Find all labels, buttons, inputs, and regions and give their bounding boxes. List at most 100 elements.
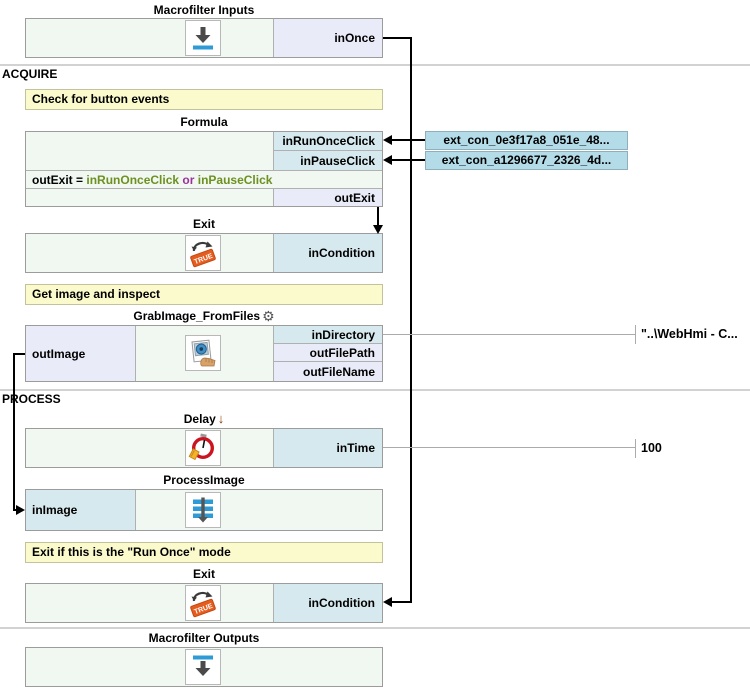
ext-connection-label-runonce[interactable]: ext_con_0e3f17a8_051e_48... xyxy=(425,131,628,150)
block-title-formula: Formula xyxy=(25,115,383,129)
comment-exit-run-once[interactable]: Exit if this is the "Run Once" mode xyxy=(25,542,383,563)
delay-wait-arrow-icon: ↓ xyxy=(217,411,225,426)
block-formula[interactable]: inRunOnceClick inPauseClick outExit = in… xyxy=(25,131,383,207)
formula-expression[interactable]: outExit = inRunOnceClick or inPauseClick xyxy=(26,171,382,188)
block-title-grabimage: GrabImage_FromFiles⚙ xyxy=(25,309,383,323)
constant-intime-value[interactable]: 100 xyxy=(641,441,662,455)
block-title-processimage: ProcessImage xyxy=(25,473,383,487)
port-label-inRunOnceClick: inRunOnceClick xyxy=(282,134,375,148)
port-inDirectory[interactable]: inDirectory xyxy=(273,326,382,344)
comment-get-image[interactable]: Get image and inspect xyxy=(25,284,383,305)
exit-true-stamp-icon: TRUE xyxy=(190,591,216,618)
grab-image-from-files-icon xyxy=(191,339,216,367)
process-image-icon xyxy=(193,497,213,523)
arrowhead-down-icon xyxy=(373,225,383,234)
port-label-inCondition: inCondition xyxy=(308,596,375,610)
port-inImage[interactable]: inImage xyxy=(26,490,136,530)
arrowhead-right-icon xyxy=(16,505,25,515)
block-title-text: Macrofilter Inputs xyxy=(153,3,255,17)
arrowhead-left-icon xyxy=(383,135,392,145)
formula-equals: = xyxy=(76,172,84,187)
processimage-iconbox[interactable] xyxy=(185,492,221,528)
formula-lhs: outExit xyxy=(32,172,73,187)
formula-operator: or xyxy=(182,172,195,187)
port-inRunOnceClick[interactable]: inRunOnceClick xyxy=(273,132,382,151)
port-label-inCondition: inCondition xyxy=(308,246,375,260)
port-label-outFileName: outFileName xyxy=(302,364,375,379)
section-divider-outputs xyxy=(0,627,750,629)
wire-segment xyxy=(410,37,412,603)
wire-segment xyxy=(635,439,636,458)
port-outFileName[interactable]: outFileName xyxy=(273,362,382,381)
wire-segment xyxy=(391,159,425,161)
macrofilter-outputs-iconbox[interactable] xyxy=(185,649,221,685)
block-processimage[interactable]: inImage xyxy=(25,489,383,531)
port-label-inPauseClick: inPauseClick xyxy=(300,153,375,168)
section-label-acquire: ACQUIRE xyxy=(2,67,58,81)
port-label-inTime: inTime xyxy=(336,441,375,455)
port-outFilePath[interactable]: outFilePath xyxy=(273,344,382,362)
wire-segment xyxy=(635,325,636,344)
wire-segment xyxy=(383,447,635,448)
block-title-text: GrabImage_FromFiles xyxy=(133,309,261,323)
block-grabimage-fromfiles[interactable]: outImage inDirectory outFilePath outFile… xyxy=(25,325,383,382)
block-exit-2[interactable]: TRUE inCondition xyxy=(25,583,383,623)
port-label-inDirectory: inDirectory xyxy=(311,327,375,342)
block-macrofilter-inputs[interactable]: inOnce xyxy=(25,18,383,58)
formula-inner-divider-top xyxy=(26,170,382,171)
exit-true-stamp-icon: TRUE xyxy=(190,241,216,268)
port-label-outExit: outExit xyxy=(334,190,375,205)
section-divider-acquire xyxy=(0,64,750,66)
ext-connection-label-pause[interactable]: ext_con_a1296677_2326_4d... xyxy=(425,151,628,170)
port-label-outImage: outImage xyxy=(32,346,86,361)
comment-check-button-events[interactable]: Check for button events xyxy=(25,89,383,110)
port-outExit[interactable]: outExit xyxy=(273,189,382,206)
block-title-exit-1: Exit xyxy=(25,217,383,231)
wire-segment xyxy=(383,37,412,39)
wire-segment xyxy=(377,207,379,227)
macrofilter-inputs-iconbox[interactable] xyxy=(185,20,221,56)
formula-variable-2: inPauseClick xyxy=(197,172,273,187)
arrowhead-left-icon xyxy=(383,155,392,165)
port-inTime[interactable]: inTime xyxy=(273,429,382,467)
section-label-process: PROCESS xyxy=(2,392,61,406)
port-inCondition-2[interactable]: inCondition xyxy=(273,584,382,622)
grabimage-iconbox[interactable] xyxy=(185,335,221,371)
block-macrofilter-outputs[interactable] xyxy=(25,647,383,687)
port-label-inImage: inImage xyxy=(32,503,78,517)
block-title-text: ProcessImage xyxy=(163,473,245,487)
block-delay[interactable]: inTime xyxy=(25,428,383,468)
port-label-outFilePath: outFilePath xyxy=(309,345,375,360)
port-outImage[interactable]: outImage xyxy=(26,326,136,381)
exit-1-iconbox[interactable]: TRUE xyxy=(185,235,221,271)
gear-icon[interactable]: ⚙ xyxy=(262,308,275,324)
arrowhead-left-icon xyxy=(383,597,392,607)
macrofilter-output-icon xyxy=(193,655,213,676)
wire-segment xyxy=(13,509,17,511)
port-inCondition-1[interactable]: inCondition xyxy=(273,234,382,272)
block-title-text: Delay xyxy=(183,412,216,426)
block-exit-1[interactable]: TRUE inCondition xyxy=(25,233,383,273)
exit-2-iconbox[interactable]: TRUE xyxy=(185,585,221,621)
wire-segment xyxy=(391,139,425,141)
block-title-exit-2: Exit xyxy=(25,567,383,581)
constant-indirectory-value[interactable]: "..\WebHmi - C... xyxy=(641,327,738,341)
wire-segment xyxy=(383,334,635,335)
block-title-text: Macrofilter Outputs xyxy=(148,631,260,645)
block-title-macrofilter-outputs: Macrofilter Outputs xyxy=(25,631,383,645)
block-title-macrofilter-inputs: Macrofilter Inputs xyxy=(25,3,383,17)
wire-segment xyxy=(13,353,15,511)
delay-timer-icon xyxy=(188,433,215,461)
block-title-text: Exit xyxy=(192,567,215,581)
formula-inner-divider-bottom xyxy=(26,188,382,189)
port-inPauseClick[interactable]: inPauseClick xyxy=(273,151,382,170)
block-title-delay: Delay↓ xyxy=(25,411,383,427)
block-title-text: Formula xyxy=(180,115,228,129)
section-divider-process xyxy=(0,389,750,391)
block-title-text: Exit xyxy=(192,217,215,231)
formula-variable-1: inRunOnceClick xyxy=(86,172,180,187)
port-inOnce[interactable]: inOnce xyxy=(273,19,382,57)
wire-segment xyxy=(391,601,412,603)
delay-iconbox[interactable] xyxy=(185,430,221,466)
